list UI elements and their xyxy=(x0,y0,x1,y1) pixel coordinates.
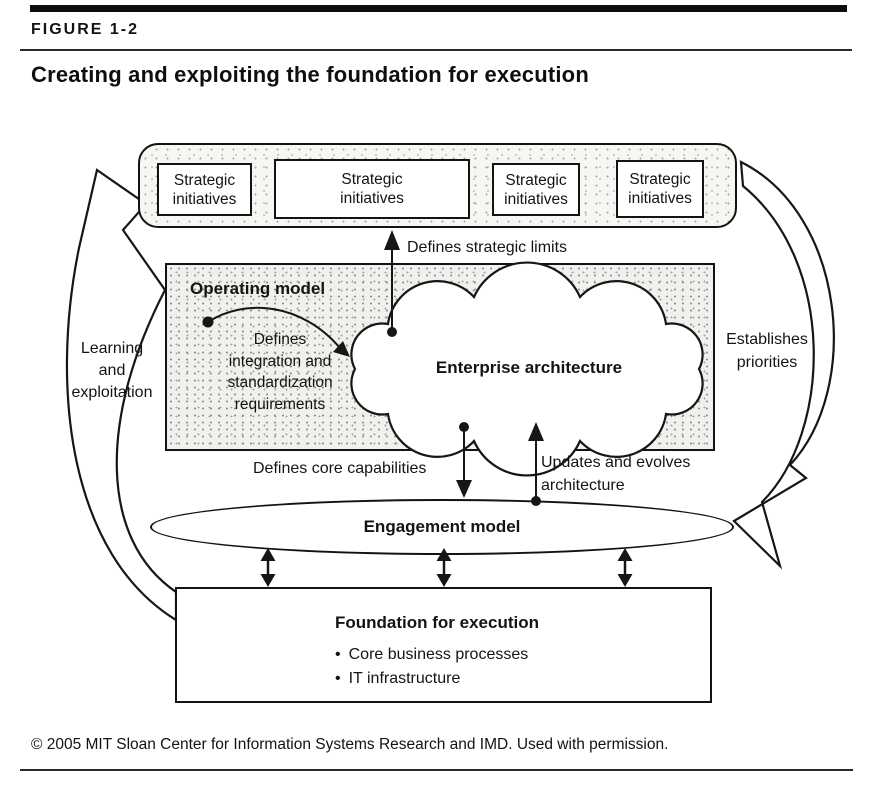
strategic-initiatives-box-1: Strategic initiatives xyxy=(157,163,252,216)
engagement-model-label: Engagement model xyxy=(363,517,521,536)
defines-strategic-limits-label: Defines strategic limits xyxy=(407,239,568,256)
foundation-bullet-text: IT infrastructure xyxy=(348,670,461,687)
down-arrowhead xyxy=(456,480,472,498)
credit-line: © 2005 MIT Sloan Center for Information … xyxy=(31,736,669,753)
foundation-box: Foundation for execution • Core business … xyxy=(175,587,712,703)
operating-model-note: Defines integration and standardization … xyxy=(227,331,333,413)
enterprise-architecture-label: Enterprise architecture xyxy=(435,358,623,377)
establishes-priorities-label: Establishes priorities xyxy=(726,331,808,371)
figure-label: FIGURE 1-2 xyxy=(31,21,140,38)
defines-core-capabilities-label: Defines core capabilities xyxy=(253,460,427,477)
bullet-icon: • xyxy=(335,670,341,687)
updates-and-evolves-label: Updates and evolves architecture xyxy=(541,454,691,494)
strategic-initiatives-tray: Strategic initiatives Strategic initiati… xyxy=(138,143,737,228)
up-arrowhead xyxy=(384,230,400,250)
strategic-initiatives-label: Strategic initiatives xyxy=(504,171,568,208)
foundation-bullet-1: • Core business processes xyxy=(335,646,528,664)
strategic-initiatives-label: Strategic initiatives xyxy=(340,171,404,207)
engagement-model-ellipse: Engagement model xyxy=(150,499,734,555)
operating-model-title: Operating model xyxy=(190,279,326,298)
learning-and-exploitation-label: Learning and exploitation xyxy=(71,340,153,401)
strategic-initiatives-box-3: Strategic initiatives xyxy=(492,163,580,216)
bullet-icon: • xyxy=(335,646,341,663)
bottom-rule xyxy=(20,769,853,771)
strategic-initiatives-label: Strategic initiatives xyxy=(172,171,237,208)
figure-title: Creating and exploiting the foundation f… xyxy=(31,62,589,87)
foundation-title: Foundation for execution xyxy=(335,613,539,632)
strategic-initiatives-box-4: Strategic initiatives xyxy=(616,160,704,218)
foundation-bullet-2: • IT infrastructure xyxy=(335,670,460,688)
figure-header-bar xyxy=(30,5,847,12)
foundation-bullet-text: Core business processes xyxy=(348,646,529,663)
figure-label-rule xyxy=(20,49,852,51)
strategic-initiatives-label: Strategic initiatives xyxy=(628,171,692,207)
strategic-initiatives-box-2: Strategic initiatives xyxy=(274,159,470,219)
